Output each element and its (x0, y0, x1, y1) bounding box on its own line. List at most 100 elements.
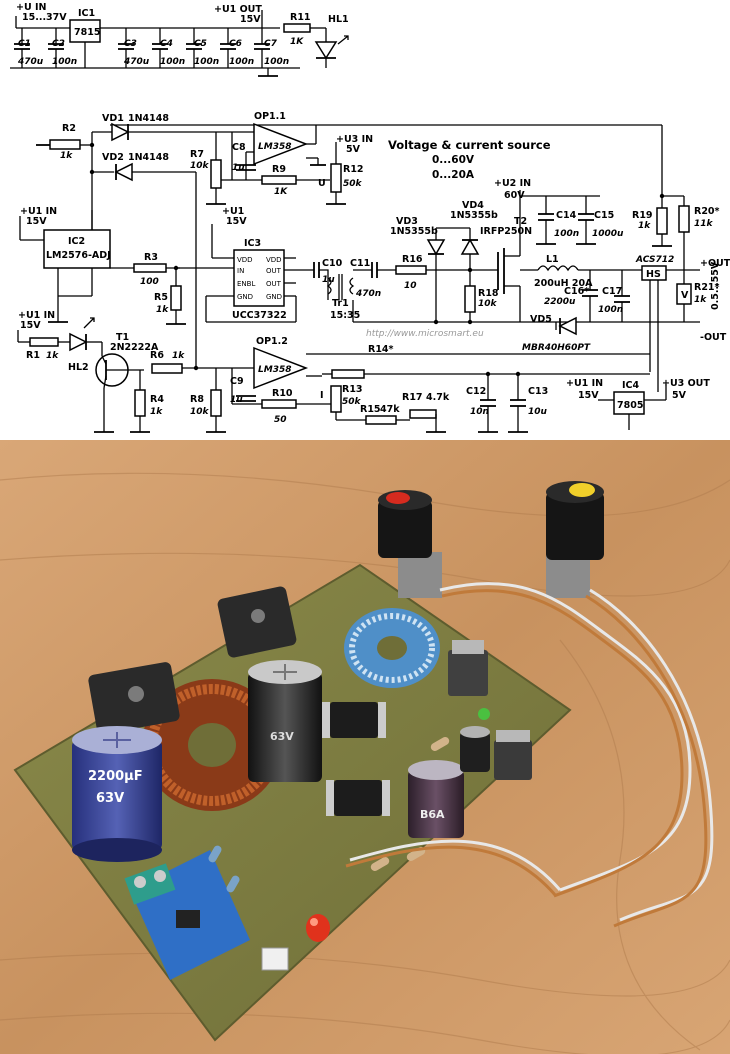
acs712-label: ACS712 (635, 255, 674, 265)
r17-value: 4.7k (426, 392, 450, 403)
r4-value: 1k (150, 407, 163, 417)
ic2-part: LM2576-ADJ (46, 250, 111, 261)
acs712-box (641, 265, 667, 281)
ic2-u1-voltage: 15V (26, 216, 47, 227)
cap-big-voltage: 63V (96, 791, 124, 806)
led-hl1 (314, 41, 338, 60)
dip-chip-lower (326, 780, 390, 816)
resistor-r5 (170, 285, 182, 311)
r11-label: R11 (290, 12, 311, 23)
cap-mid-text: 63V (270, 730, 294, 743)
u3-out-voltage: 5V (672, 390, 687, 401)
cap-small-text: B6A (420, 808, 445, 821)
ic3-label: IC3 (244, 238, 261, 249)
c13-value: 10u (528, 407, 548, 417)
cap-c5 (186, 28, 202, 68)
r1-value: 1k (46, 351, 59, 361)
r13-label: R13 (342, 384, 363, 395)
board-photo: 2200µF 63V 63V B6A (0, 440, 730, 1054)
potentiometer-r13 (330, 385, 342, 413)
t1-label: T1 (116, 332, 129, 343)
mosfet-heatsink-right (217, 586, 297, 658)
c9-value: 1u (230, 395, 243, 405)
r1-label: R1 (26, 350, 40, 361)
r15-value: 47k (380, 404, 400, 415)
vd1-part: 1N4148 (128, 113, 169, 124)
r2-label: R2 (62, 123, 76, 134)
inductor-l1 (537, 265, 579, 272)
c4-value: 100n (160, 57, 185, 67)
r10-value: 50 (274, 415, 287, 425)
i-mark: I (320, 390, 324, 401)
c2-label: C2 (52, 39, 65, 49)
r5-value: 1k (156, 305, 169, 315)
potentiometer-knob-red[interactable] (378, 490, 442, 598)
r14-label: R14* (368, 344, 394, 355)
vd5-part: MBR40H60PT (522, 343, 591, 353)
r7-value: 10k (190, 161, 210, 171)
c9-label: C9 (230, 376, 244, 387)
cap-c2 (48, 28, 64, 68)
r5-label: R5 (154, 292, 168, 303)
r9-label: R9 (272, 164, 286, 175)
r6-label: R6 (150, 350, 164, 361)
hs-label: HS (646, 269, 661, 280)
op11-part: LM358 (258, 142, 291, 152)
hl2-label: HL2 (68, 362, 89, 373)
resistor-r9 (261, 175, 297, 185)
c3-value: 470u (123, 57, 150, 67)
c16-label: C16* (564, 286, 589, 297)
c17-label: C17 (602, 286, 622, 297)
ic3-part: UCC37322 (232, 310, 287, 321)
potentiometer-knob-yellow[interactable] (546, 481, 604, 598)
resistor-r14 (331, 369, 365, 379)
cap-c6 (220, 28, 236, 68)
r21-label: R21* (694, 282, 720, 293)
diode-vd5 (558, 316, 577, 336)
v-mark: V (681, 290, 689, 301)
vd2-label: VD2 (102, 152, 124, 163)
r17-label: R17 (402, 392, 423, 403)
blue-toroid-transformer (344, 608, 440, 688)
capacitor-2200uf: 2200µF 63V (72, 726, 162, 862)
c16-value: 2200u (544, 297, 576, 307)
transformer-tr1 (326, 277, 332, 295)
diode-vd2 (114, 162, 133, 182)
c12-label: C12 (466, 386, 486, 397)
r2-value: 1k (60, 151, 73, 161)
c5-value: 100n (194, 57, 219, 67)
c15-value: 1000u (592, 229, 624, 239)
photo-svg: 2200µF 63V 63V B6A (0, 440, 730, 1054)
resistor-r11 (283, 23, 311, 33)
u-in-label: +U IN (16, 2, 47, 13)
schematic-svg: +U IN 15...37V IC1 7815 C1 470u C2 100n … (10, 2, 730, 433)
c2-value: 100n (52, 57, 77, 67)
ic3-pin-vdd2: VDD (266, 256, 282, 264)
out-range-label: 0.5...55V (710, 261, 721, 310)
r16-label: R16 (402, 254, 423, 265)
ic2-label: IC2 (68, 236, 85, 247)
r3-label: R3 (144, 252, 158, 263)
ic2-u1-in: +U1 IN (20, 206, 57, 217)
regulator-package (494, 730, 532, 780)
ic2-box (43, 229, 111, 269)
r16-value: 10 (404, 281, 417, 291)
u-in-range: 15...37V (22, 12, 67, 23)
circuit-schematic: +U IN 15...37V IC1 7815 C1 470u C2 100n … (0, 0, 730, 440)
u2-in-label: +U2 IN (494, 178, 531, 189)
r20-value: 11k (694, 219, 714, 229)
c10-label: C10 (322, 258, 343, 269)
u3-in-voltage: 5V (346, 144, 361, 155)
u2-in-voltage: 60V (504, 190, 525, 201)
ic3-box (233, 249, 285, 307)
plus-out-label: +OUT (700, 258, 730, 269)
l1-label: L1 (546, 254, 559, 265)
c15-label: C15 (594, 210, 614, 221)
l1-value: 200uH 20A (534, 278, 593, 289)
op12-part: LM358 (258, 365, 291, 375)
r6-value: 1k (172, 351, 185, 361)
ic4-label: IC4 (622, 380, 640, 391)
c14-value: 100n (554, 229, 579, 239)
ic3-pin-vdd: VDD (237, 256, 253, 264)
input-regulator-section: +U IN 15...37V IC1 7815 C1 470u C2 100n … (10, 2, 349, 77)
